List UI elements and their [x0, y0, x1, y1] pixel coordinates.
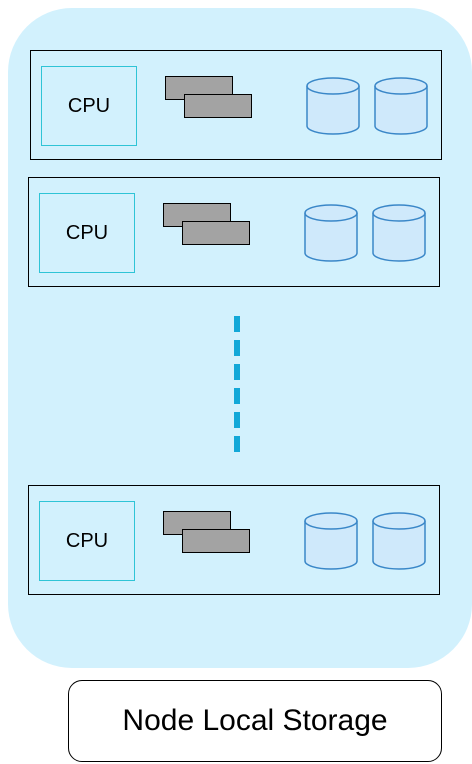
disk-icon [372, 512, 426, 570]
cpu-box: CPU [39, 193, 135, 273]
caption-label: Node Local Storage [68, 680, 442, 762]
disk-icon [372, 204, 426, 262]
node-n: CPU [28, 485, 440, 595]
disk-icon [304, 204, 358, 262]
disk-icon [374, 77, 428, 135]
node-2: CPU [28, 177, 440, 287]
memory-chip-icon [184, 94, 252, 118]
memory-chip-icon [182, 221, 250, 245]
cpu-box: CPU [41, 66, 137, 146]
node-1: CPU [30, 50, 442, 160]
disk-icon [306, 77, 360, 135]
cpu-box: CPU [39, 501, 135, 581]
continuation-dashed-line [234, 316, 240, 456]
memory-chip-icon [182, 529, 250, 553]
disk-icon [304, 512, 358, 570]
